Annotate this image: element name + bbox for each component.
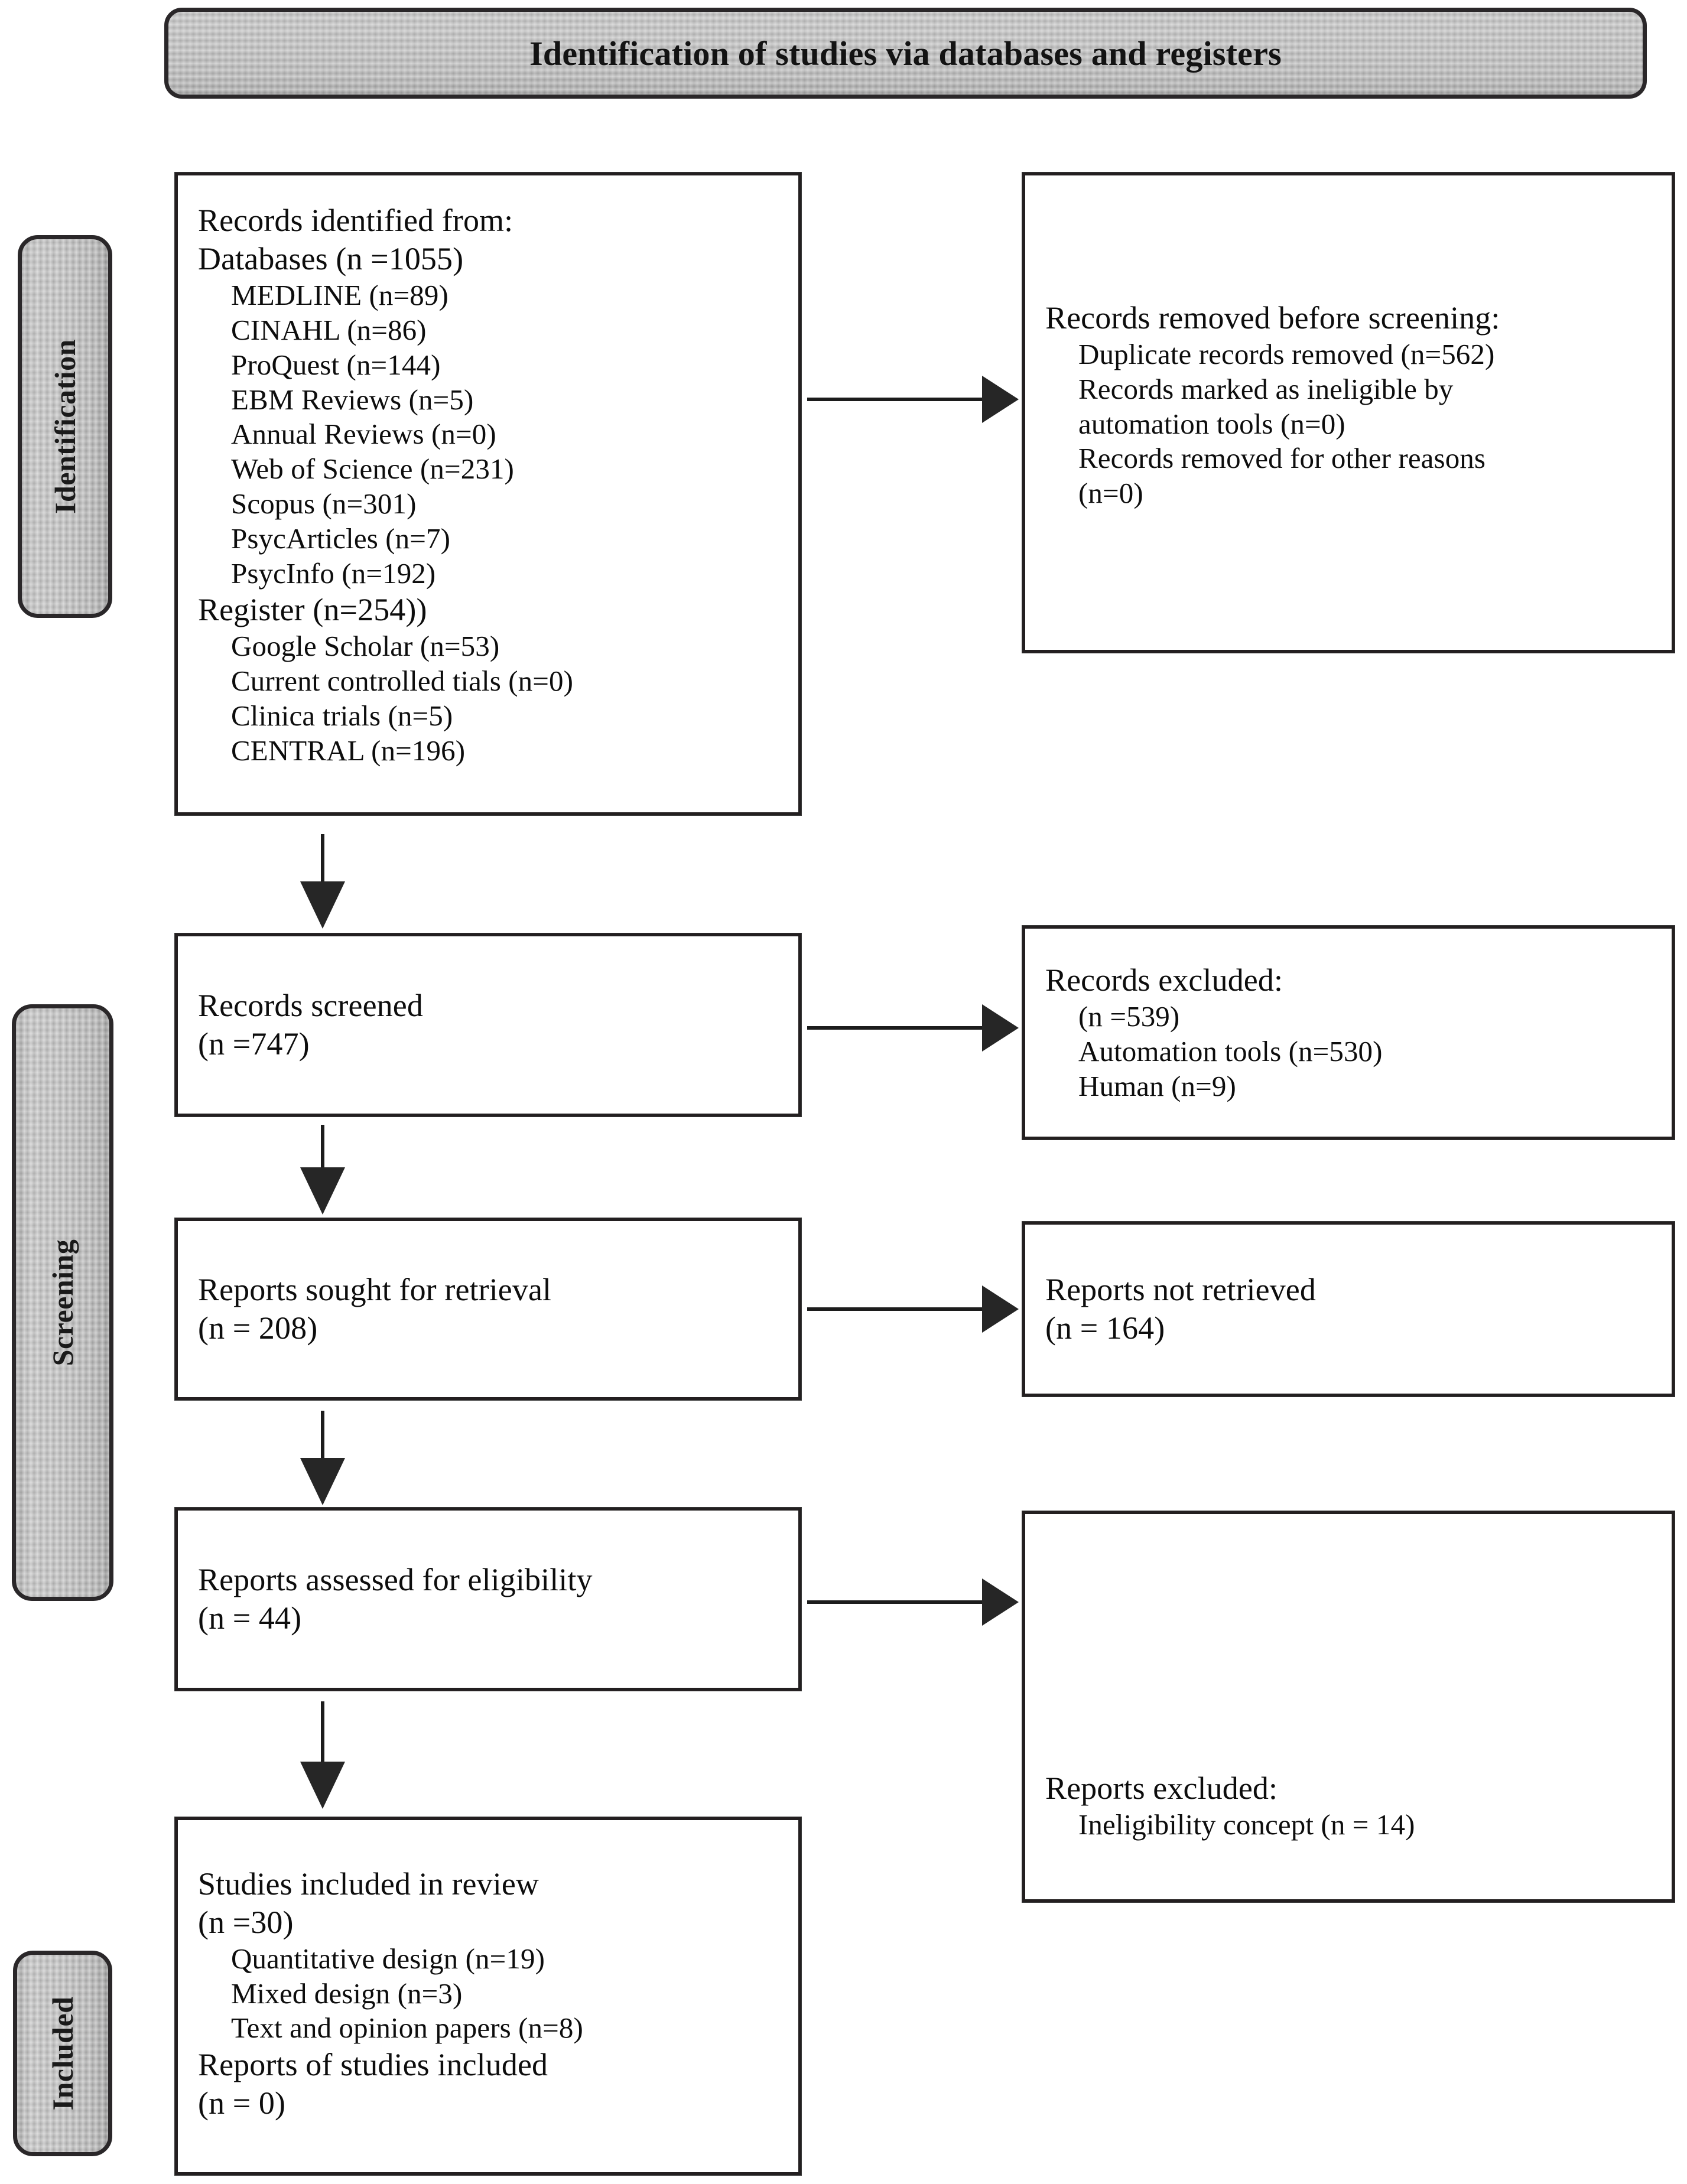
- reports-assessed-count: (n = 44): [198, 1600, 302, 1636]
- arrow-assessed-to-excluded: [807, 1578, 1019, 1626]
- reports-sought-count: (n = 208): [198, 1310, 318, 1346]
- register-item: Google Scholar (n=53): [231, 630, 500, 663]
- study-design-item: Text and opinion papers (n=8): [231, 2012, 583, 2045]
- stage-rail-identification: Identification: [18, 235, 112, 618]
- reports-of-studies-included-label: Reports of studies included: [198, 2047, 548, 2083]
- records-removed-item: Records marked as ineligible by: [1078, 372, 1454, 405]
- database-item: EBM Reviews (n=5): [231, 383, 474, 416]
- stage-rail-screening-label: Screening: [46, 1239, 79, 1366]
- database-item: Web of Science (n=231): [231, 453, 514, 486]
- records-identified-databases-heading: Databases (n =1055): [198, 241, 464, 277]
- records-screened-count: (n =747): [198, 1026, 310, 1062]
- records-removed-item: (n=0): [1078, 477, 1143, 510]
- box-records-excluded: Records excluded: (n =539) Automation to…: [1022, 926, 1675, 1140]
- box-records-identified: Records identified from: Databases (n =1…: [175, 172, 801, 815]
- arrow-identified-to-removed: [807, 376, 1019, 423]
- box-reports-sought: Reports sought for retrieval (n = 208): [175, 1218, 801, 1400]
- records-screened-label: Records screened: [198, 987, 423, 1023]
- reports-not-retrieved-count: (n = 164): [1045, 1310, 1165, 1346]
- arrow-screened-to-sought: [300, 1125, 345, 1215]
- diagram-header-banner: Identification of studies via databases …: [164, 8, 1647, 99]
- records-removed-item: automation tools (n=0): [1078, 407, 1345, 440]
- box-records-screened: Records screened (n =747): [175, 933, 801, 1117]
- reports-sought-label: Reports sought for retrieval: [198, 1271, 552, 1307]
- database-item: MEDLINE (n=89): [231, 279, 448, 312]
- box-reports-not-retrieved: Reports not retrieved (n = 164): [1022, 1222, 1675, 1397]
- database-item: Scopus (n=301): [231, 487, 417, 520]
- stage-rail-included: Included: [13, 1951, 112, 2156]
- box-records-removed: Records removed before screening: Duplic…: [1022, 172, 1675, 653]
- study-design-item: Mixed design (n=3): [231, 1977, 463, 2010]
- reports-excluded-item: Ineligibility concept (n = 14): [1078, 1808, 1415, 1841]
- records-removed-item: Records removed for other reasons: [1078, 442, 1486, 475]
- stage-rail-screening: Screening: [12, 1004, 113, 1601]
- reports-excluded-heading: Reports excluded:: [1045, 1770, 1278, 1807]
- box-reports-assessed: Reports assessed for eligibility (n = 44…: [175, 1508, 801, 1691]
- records-removed-item: Duplicate records removed (n=562): [1078, 338, 1495, 371]
- records-excluded-item: Human (n=9): [1078, 1069, 1236, 1102]
- database-item: Annual Reviews (n=0): [231, 418, 496, 451]
- records-removed-heading: Records removed before screening:: [1045, 300, 1500, 336]
- arrow-assessed-to-included: [300, 1701, 345, 1809]
- reports-not-retrieved-label: Reports not retrieved: [1045, 1271, 1316, 1307]
- box-studies-included: Studies included in review (n =30) Quant…: [175, 1817, 801, 2175]
- records-identified-register-heading: Register (n=254)): [198, 592, 427, 628]
- reports-assessed-label: Reports assessed for eligibility: [198, 1561, 593, 1597]
- database-item: PsycInfo (n=192): [231, 556, 436, 590]
- stage-rail-identification-label: Identification: [48, 339, 82, 514]
- box-reports-excluded: Reports excluded: Ineligibility concept …: [1022, 1511, 1675, 1902]
- arrow-screened-to-excluded: [807, 1004, 1019, 1052]
- studies-included-count: (n =30): [198, 1904, 294, 1940]
- studies-included-label: Studies included in review: [198, 1866, 539, 1902]
- records-excluded-item: Automation tools (n=530): [1078, 1035, 1383, 1068]
- arrow-sought-to-assessed: [300, 1411, 345, 1505]
- register-item: CENTRAL (n=196): [231, 734, 466, 767]
- arrow-identified-to-screened: [300, 834, 345, 929]
- records-identified-line: Records identified from:: [198, 203, 513, 238]
- records-excluded-heading: Records excluded:: [1045, 962, 1283, 998]
- register-item: Current controlled tials (n=0): [231, 665, 574, 698]
- database-item: CINAHL (n=86): [231, 313, 427, 346]
- database-item: ProQuest (n=144): [231, 348, 441, 381]
- study-design-item: Quantitative design (n=19): [231, 1942, 545, 1975]
- register-item: Clinica trials (n=5): [231, 699, 453, 732]
- database-item: PsycArticles (n=7): [231, 522, 450, 555]
- arrow-sought-to-not-retrieved: [807, 1285, 1019, 1333]
- diagram-title: Identification of studies via databases …: [529, 34, 1282, 73]
- reports-of-studies-included-count: (n = 0): [198, 2085, 286, 2121]
- records-excluded-total: (n =539): [1078, 1000, 1180, 1033]
- stage-rail-included-label: Included: [46, 1996, 79, 2111]
